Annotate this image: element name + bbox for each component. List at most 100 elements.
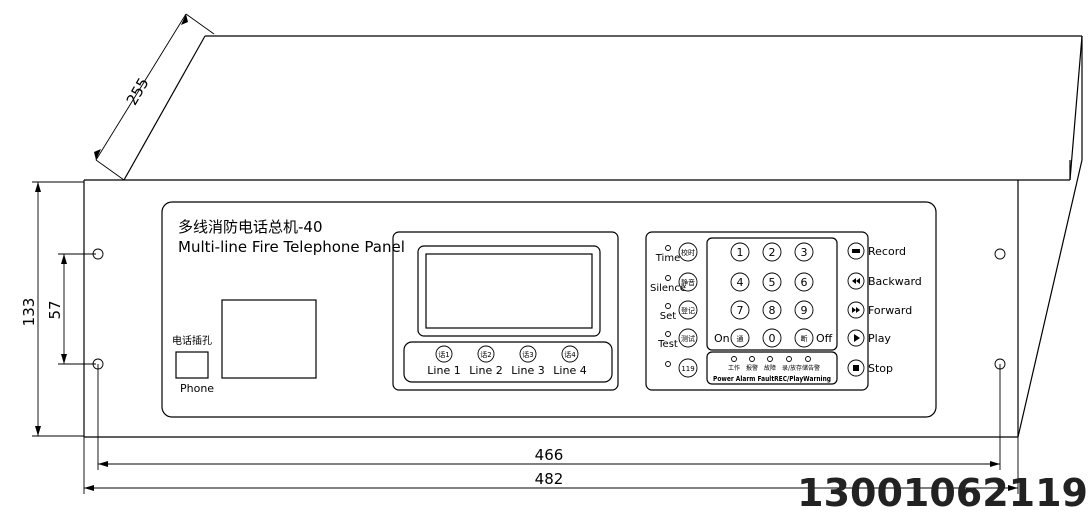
control-label: Stop xyxy=(868,362,893,375)
key-2[interactable]: 2 xyxy=(762,242,782,262)
key-label: 5 xyxy=(769,276,776,289)
key-1[interactable]: 1 xyxy=(730,242,750,262)
key-5[interactable]: 5 xyxy=(762,272,782,292)
stop-icon xyxy=(853,365,859,371)
led-icon xyxy=(665,245,671,251)
display-module xyxy=(392,231,619,391)
off-button[interactable]: 断 xyxy=(794,328,814,348)
key-0[interactable]: 0 xyxy=(762,328,782,348)
led-icon xyxy=(665,275,671,281)
on-label: On xyxy=(714,332,730,345)
function-button-5[interactable]: 119 xyxy=(665,358,698,378)
line-button-text: 话4 xyxy=(564,350,576,359)
key-label: 6 xyxy=(801,276,808,289)
phone-number: 13001062119 xyxy=(797,471,1088,515)
backward-icon xyxy=(852,278,860,284)
key-7[interactable]: 7 xyxy=(730,300,750,320)
indicator-label-en: Power Alarm FaultREC/PlayWarning xyxy=(713,375,831,383)
function-button-text: 119 xyxy=(681,365,694,373)
stop-button[interactable]: Stop xyxy=(847,359,893,377)
indicator-frame xyxy=(706,351,838,385)
line-button-text: 话1 xyxy=(438,350,449,359)
led-icon xyxy=(665,331,671,337)
key-6[interactable]: 6 xyxy=(794,272,814,292)
off-button-text: 断 xyxy=(801,334,808,343)
key-label: 4 xyxy=(737,276,744,289)
line-button-text: 话2 xyxy=(480,350,491,359)
key-4[interactable]: 4 xyxy=(730,272,750,292)
phone-jack[interactable] xyxy=(175,351,209,379)
speaker-grille xyxy=(221,299,317,379)
function-label: Test xyxy=(657,339,678,350)
front-panel xyxy=(161,201,937,418)
indicator-led-icon xyxy=(786,356,792,362)
width-dimensions: 466 482 xyxy=(83,364,1019,494)
indicator-label-cn: 录/放 xyxy=(782,364,796,372)
panel-title-en: Multi-line Fire Telephone Panel xyxy=(178,238,405,256)
lcd-screen xyxy=(425,253,593,329)
key-label: 8 xyxy=(769,304,776,317)
forward-button[interactable]: Forward xyxy=(847,301,912,319)
depth-value: 255 xyxy=(123,75,153,109)
jack-label-cn: 电话插孔 xyxy=(172,334,212,347)
play-button[interactable]: Play xyxy=(847,329,891,347)
key-label: 1 xyxy=(737,246,744,259)
panel-title-cn: 多线消防电话总机-40 xyxy=(178,218,323,236)
height-value: 133 xyxy=(20,298,38,327)
control-label: Backward xyxy=(868,275,922,288)
backward-button[interactable]: Backward xyxy=(847,272,922,290)
control-label: Record xyxy=(868,245,906,258)
function-button-text: 测试 xyxy=(681,334,695,343)
indicator-led-icon xyxy=(805,356,811,362)
control-label: Play xyxy=(868,332,891,345)
indicator-label-cn: 工作 xyxy=(728,364,740,372)
on-button[interactable]: 通 xyxy=(730,328,750,348)
enclosure-outline xyxy=(83,35,1083,438)
key-label: 0 xyxy=(769,332,776,345)
function-label: Time xyxy=(655,253,680,264)
play-icon xyxy=(854,334,860,342)
jack-label-en: Phone xyxy=(180,382,214,395)
control-module xyxy=(645,231,869,391)
record-button[interactable]: Record xyxy=(847,242,906,260)
key-label: 2 xyxy=(769,246,776,259)
keypad-frame xyxy=(706,237,838,351)
indicator-label-cn: 故障 xyxy=(764,364,776,372)
lcd-bezel xyxy=(417,245,601,337)
indicator-label-cn: 报警 xyxy=(746,364,758,372)
line-button-group xyxy=(403,341,613,383)
key-label: 3 xyxy=(801,246,808,259)
forward-icon xyxy=(852,307,860,313)
function-label: Silence xyxy=(650,283,686,294)
indicator-led-icon xyxy=(749,356,755,362)
mount-spacing-value: 57 xyxy=(46,300,64,319)
line-button-text: 话3 xyxy=(522,350,533,359)
key-label: 9 xyxy=(801,304,808,317)
indicator-led-icon xyxy=(731,356,737,362)
key-9[interactable]: 9 xyxy=(794,300,814,320)
line-label: Line 2 xyxy=(469,364,502,377)
indicator-led-icon xyxy=(767,356,773,362)
led-icon xyxy=(665,303,671,309)
function-button-text: 校时 xyxy=(681,248,695,257)
key-8[interactable]: 8 xyxy=(762,300,782,320)
height-dimension: 133 xyxy=(20,181,84,437)
key-3[interactable]: 3 xyxy=(794,242,814,262)
line-label: Line 4 xyxy=(553,364,586,377)
line-label: Line 1 xyxy=(427,364,460,377)
off-label: Off xyxy=(816,332,833,345)
indicator-label-cn: 存储告警 xyxy=(796,364,820,372)
indicators: 工作报警故障录/放存储告警 Power Alarm FaultREC/PlayWa… xyxy=(713,356,831,383)
